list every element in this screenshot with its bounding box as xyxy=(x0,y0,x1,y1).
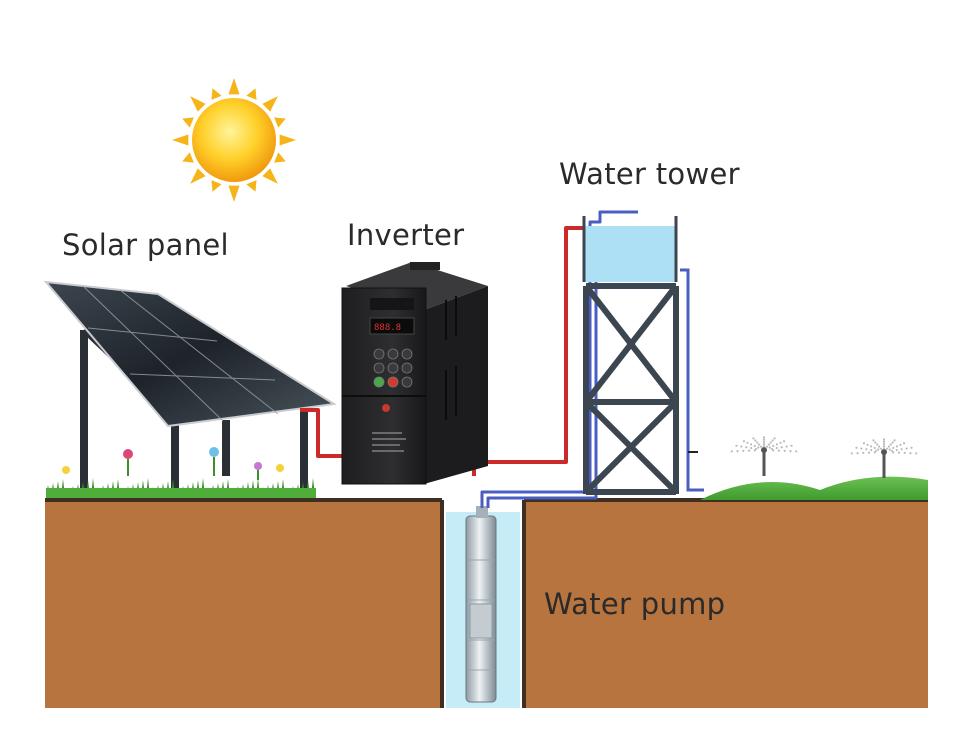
tank-water xyxy=(584,226,676,282)
sun-ray xyxy=(182,117,194,128)
sun-ray xyxy=(274,152,286,163)
keypad-button xyxy=(373,376,385,388)
field-right xyxy=(700,476,928,500)
keypad-button xyxy=(387,362,399,374)
water-tower xyxy=(582,216,704,495)
keypad-button xyxy=(387,376,399,388)
flower-icon xyxy=(62,447,284,480)
sun-ray xyxy=(246,180,257,192)
grass-left xyxy=(46,478,316,498)
solar-panel xyxy=(43,280,337,428)
soil-left xyxy=(45,500,442,708)
ground xyxy=(45,498,928,708)
svg-text:888.8: 888.8 xyxy=(374,323,401,333)
sun-ray xyxy=(274,117,286,128)
sun-ray xyxy=(211,180,222,192)
sun-ray xyxy=(228,78,240,95)
sun-ray xyxy=(262,168,278,184)
keypad-button xyxy=(401,362,413,374)
inverter-device: 888.8 xyxy=(341,262,488,485)
sun-ray xyxy=(190,168,206,184)
keypad-button xyxy=(401,376,413,388)
soil-right xyxy=(524,500,928,708)
keypad-button xyxy=(373,362,385,374)
keypad-button xyxy=(373,348,385,360)
sun-ray xyxy=(228,185,240,202)
label-solar-panel: Solar panel xyxy=(62,228,229,262)
sun-ray xyxy=(172,134,189,146)
label-water-pump: Water pump xyxy=(544,587,726,621)
sun-ray xyxy=(211,88,222,100)
sun-ray xyxy=(279,134,296,146)
sun-ray xyxy=(182,152,194,163)
inverter-display xyxy=(369,317,415,335)
water-pump-icon xyxy=(465,506,497,703)
sun-ray xyxy=(190,96,206,112)
sun-ray xyxy=(262,96,278,112)
keypad-button xyxy=(401,348,413,360)
sprinkler-icon xyxy=(730,436,918,478)
keypad-button xyxy=(387,348,399,360)
water-pipe xyxy=(480,210,638,508)
label-inverter: Inverter xyxy=(347,218,465,252)
sun-icon xyxy=(172,78,296,202)
label-water-tower: Water tower xyxy=(559,157,740,191)
sun-ray xyxy=(246,88,257,100)
sun-disc xyxy=(192,98,276,182)
brand-logo-icon xyxy=(382,404,390,412)
